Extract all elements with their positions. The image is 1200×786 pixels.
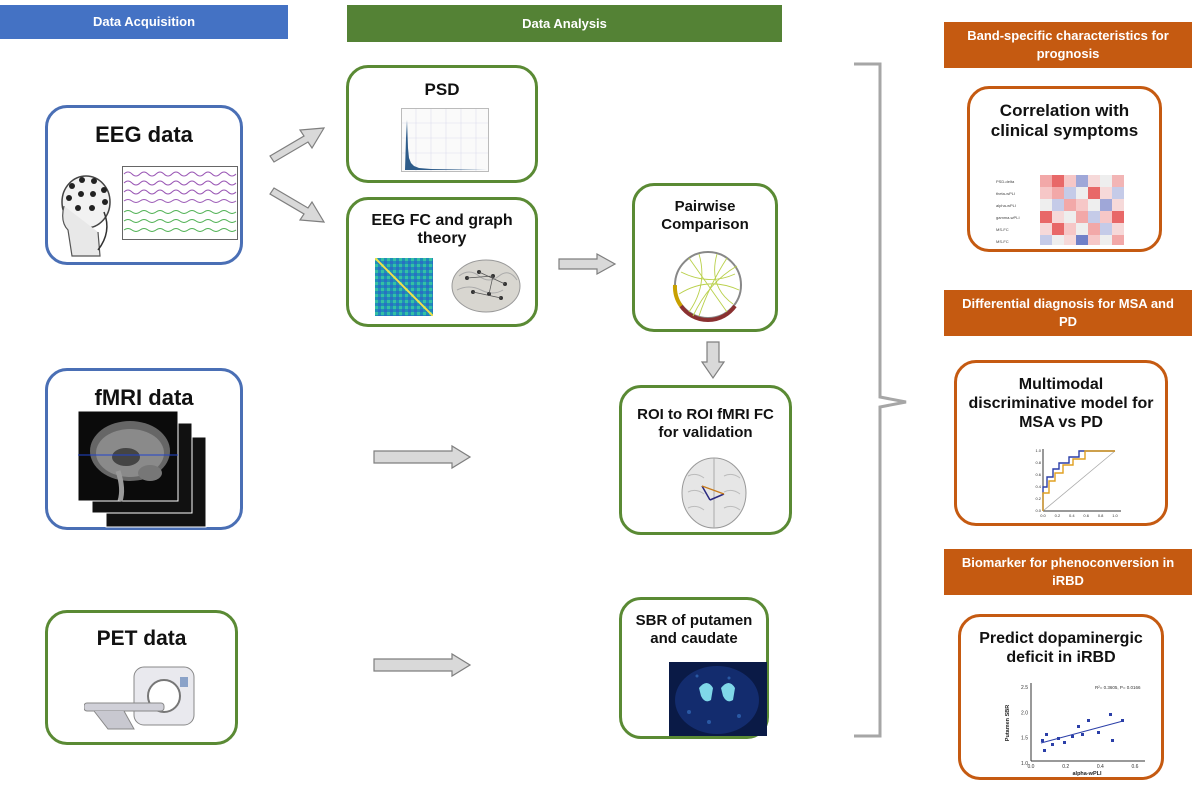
pairwise-comparison-box: Pairwise Comparison [632,183,778,332]
scatter-xtick-2: 0.4 [1097,764,1104,770]
scatter-xtick-3: 0.6 [1132,764,1139,770]
psd-box: PSD [346,65,538,183]
roc-ytick-4: 0.8 [1035,460,1041,465]
pet-data-box: PET data [45,610,238,745]
roc-ytick-1: 0.2 [1035,496,1041,501]
predict-box: Predict dopaminergic deficit in iRBD 1.0… [958,614,1164,780]
roc-xtick-3: 0.6 [1083,513,1089,518]
arrow-eeg-to-fc [269,187,326,223]
arrow-fmri-to-roi [373,444,472,470]
roc-ytick-2: 0.4 [1035,484,1041,489]
svg-text:gamma-wPLI: gamma-wPLI [996,215,1020,220]
pet-sbr-image [669,662,767,736]
pet-scanner-icon [84,666,195,730]
sbr-title: SBR of putamen and caudate [635,612,753,647]
banner-data-acquisition-label: Data Acquisition [92,14,196,30]
eeg-fc-title: EEG FC and graph theory [371,212,513,248]
eeg-fc-box: EEG FC and graph theory [346,197,538,327]
eeg-traces-chart [122,166,238,240]
grouping-bracket [854,62,907,738]
scatter-ytick-2: 2.0 [1021,710,1028,716]
psd-spectrum-chart [401,108,489,172]
brain-top-view-image [681,457,747,529]
svg-text:theta-wPLI: theta-wPLI [996,191,1015,196]
scatter-ytick-3: 2.5 [1021,685,1028,691]
pairwise-comparison-title: Pairwise Comparison [661,198,749,233]
roc-xtick-5: 1.0 [1112,513,1118,518]
scatter-xlabel: alpha-wPLI [1072,771,1102,777]
sbr-box: SBR of putamen and caudate [619,597,769,739]
scatter-annotation: R²= 0.3605, P= 0.0166 [1095,685,1141,690]
fmri-data-title: fMRI data [94,385,194,410]
correlation-heatmap-chart: PSD-delta theta-wPLI alpha-wPLI gamma-wPLI… [996,175,1124,245]
eeg-cap-head-icon [61,175,111,257]
banner-data-analysis-label: Data Analysis [522,15,607,31]
chord-diagram-image [672,251,742,323]
psd-title: PSD [424,80,460,99]
arrow-pet-to-sbr [373,652,472,678]
roc-curve-chart: 0.0 0.2 0.4 0.6 0.8 1.0 0.0 0.2 0.4 0.6 0.8 1.0 [1035,448,1121,518]
banner-diagnosis: Differential diagnosis for MSA and PD [944,290,1192,336]
banner-biomarker: Biomarker for phenoconversion in iRBD [944,549,1192,595]
fmri-data-box: fMRI data [45,368,243,530]
correlation-box: Correlation with clinical symptoms PSD-d… [967,86,1162,252]
multimodal-title: Multimodal discriminative model for MSA … [968,376,1154,432]
scatter-xtick-0: 0.0 [1028,764,1035,770]
roc-xtick-1: 0.2 [1055,513,1061,518]
scatter-ylabel: Putamen SBR [1005,705,1011,741]
scatter-plot-chart: 1.0 1.5 2.0 2.5 0.0 0.2 0.4 0.6 R²= 0.3605, P=… [1005,683,1145,777]
multimodal-box: Multimodal discriminative model for MSA … [954,360,1168,526]
banner-data-analysis: Data Analysis [347,5,782,42]
brain-network-image [451,259,521,313]
roc-ytick-0: 0.0 [1035,508,1041,513]
banner-prognosis-label: Band-specific characteristics for progno… [967,28,1169,61]
svg-text:MS-FC: MS-FC [996,227,1009,232]
correlation-title: Correlation with clinical symptoms [990,101,1139,141]
banner-biomarker-label: Biomarker for phenoconversion in iRBD [961,555,1175,588]
connectivity-matrix-image [375,258,433,316]
eeg-data-box: EEG data [45,105,243,265]
roi-fc-title: ROI to ROI fMRI FC for validation [637,406,774,441]
scatter-ytick-0: 1.0 [1021,761,1028,767]
scatter-xtick-1: 0.2 [1062,764,1069,770]
banner-data-acquisition: Data Acquisition [0,5,288,39]
eeg-data-title: EEG data [95,122,193,147]
arrow-eeg-to-psd [269,127,326,163]
scatter-ytick-1: 1.5 [1021,736,1028,742]
roc-xtick-2: 0.4 [1069,513,1075,518]
roc-ytick-3: 0.6 [1035,472,1041,477]
svg-text:MS-FC: MS-FC [996,239,1009,244]
roc-ytick-5: 1.0 [1035,448,1041,453]
svg-text:alpha-wPLI: alpha-wPLI [996,203,1016,208]
roi-fc-box: ROI to ROI fMRI FC for validation [619,385,792,535]
predict-title: Predict dopaminergic deficit in iRBD [979,630,1143,667]
arrow-fc-to-pairwise [558,252,617,276]
pet-data-title: PET data [96,627,187,650]
svg-text:PSD-delta: PSD-delta [996,179,1015,184]
roc-xtick-4: 0.8 [1098,513,1104,518]
banner-prognosis: Band-specific characteristics for progno… [944,22,1192,68]
mri-slices-image [78,411,207,528]
banner-diagnosis-label: Differential diagnosis for MSA and PD [962,296,1174,329]
roc-xtick-0: 0.0 [1040,513,1046,518]
arrow-pairwise-to-roi [700,341,726,380]
